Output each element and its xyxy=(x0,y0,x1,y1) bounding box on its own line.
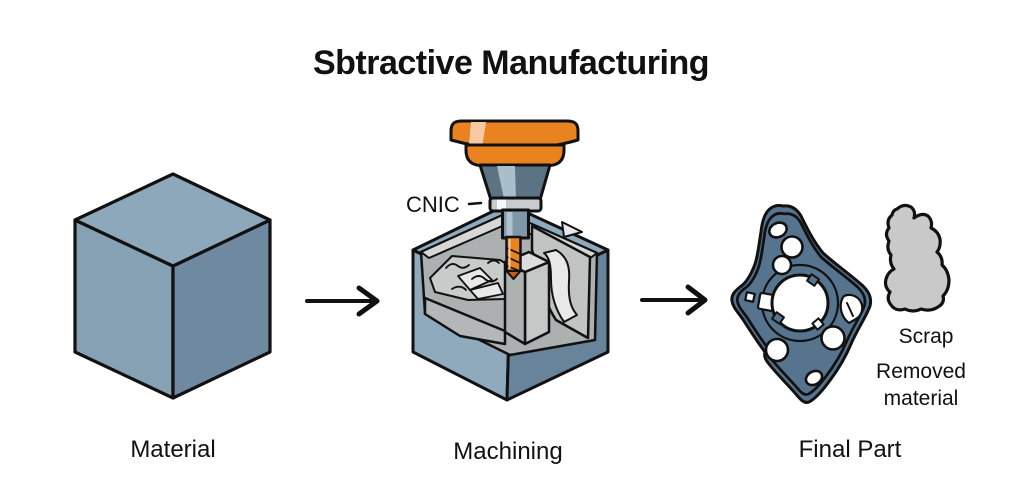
mounting-holes xyxy=(744,221,864,387)
floor-front-wedge xyxy=(423,296,507,346)
spindle-cap-highlight xyxy=(469,122,486,148)
collar-highlight xyxy=(497,199,506,210)
chuck-highlight xyxy=(497,166,516,199)
material-cube-top-face xyxy=(73,172,272,268)
material-label: Material xyxy=(130,436,216,463)
final-part xyxy=(730,203,873,404)
drill-bit-icon xyxy=(505,235,522,280)
holder-highlight xyxy=(506,212,513,236)
hole-tab xyxy=(771,311,785,325)
material-cube xyxy=(73,172,272,400)
scrap-piece xyxy=(883,203,951,313)
arrow-right-icon xyxy=(640,284,708,316)
cnc-spindle xyxy=(449,119,580,280)
machining-workpiece xyxy=(411,202,610,402)
final-part-label: Final Part xyxy=(798,436,902,463)
tool-holder xyxy=(501,208,530,240)
hole-notch xyxy=(811,317,825,331)
page-title: Sbtractive Manufacturing xyxy=(312,44,710,82)
spindle-band xyxy=(464,143,566,168)
arrow-right-icon xyxy=(305,285,380,317)
metal-chips xyxy=(445,259,504,300)
scrap-blob xyxy=(883,203,951,313)
cnc-machine-label: CNIC xyxy=(406,192,460,217)
scrap-label: Scrap xyxy=(898,325,954,348)
cnic-pointer-line xyxy=(467,201,483,206)
center-hole xyxy=(770,273,830,333)
machining-label: Machining xyxy=(453,438,563,465)
carved-notch xyxy=(561,221,583,238)
hole-tab xyxy=(806,273,820,287)
removed-material-label: Removed material xyxy=(876,360,966,410)
